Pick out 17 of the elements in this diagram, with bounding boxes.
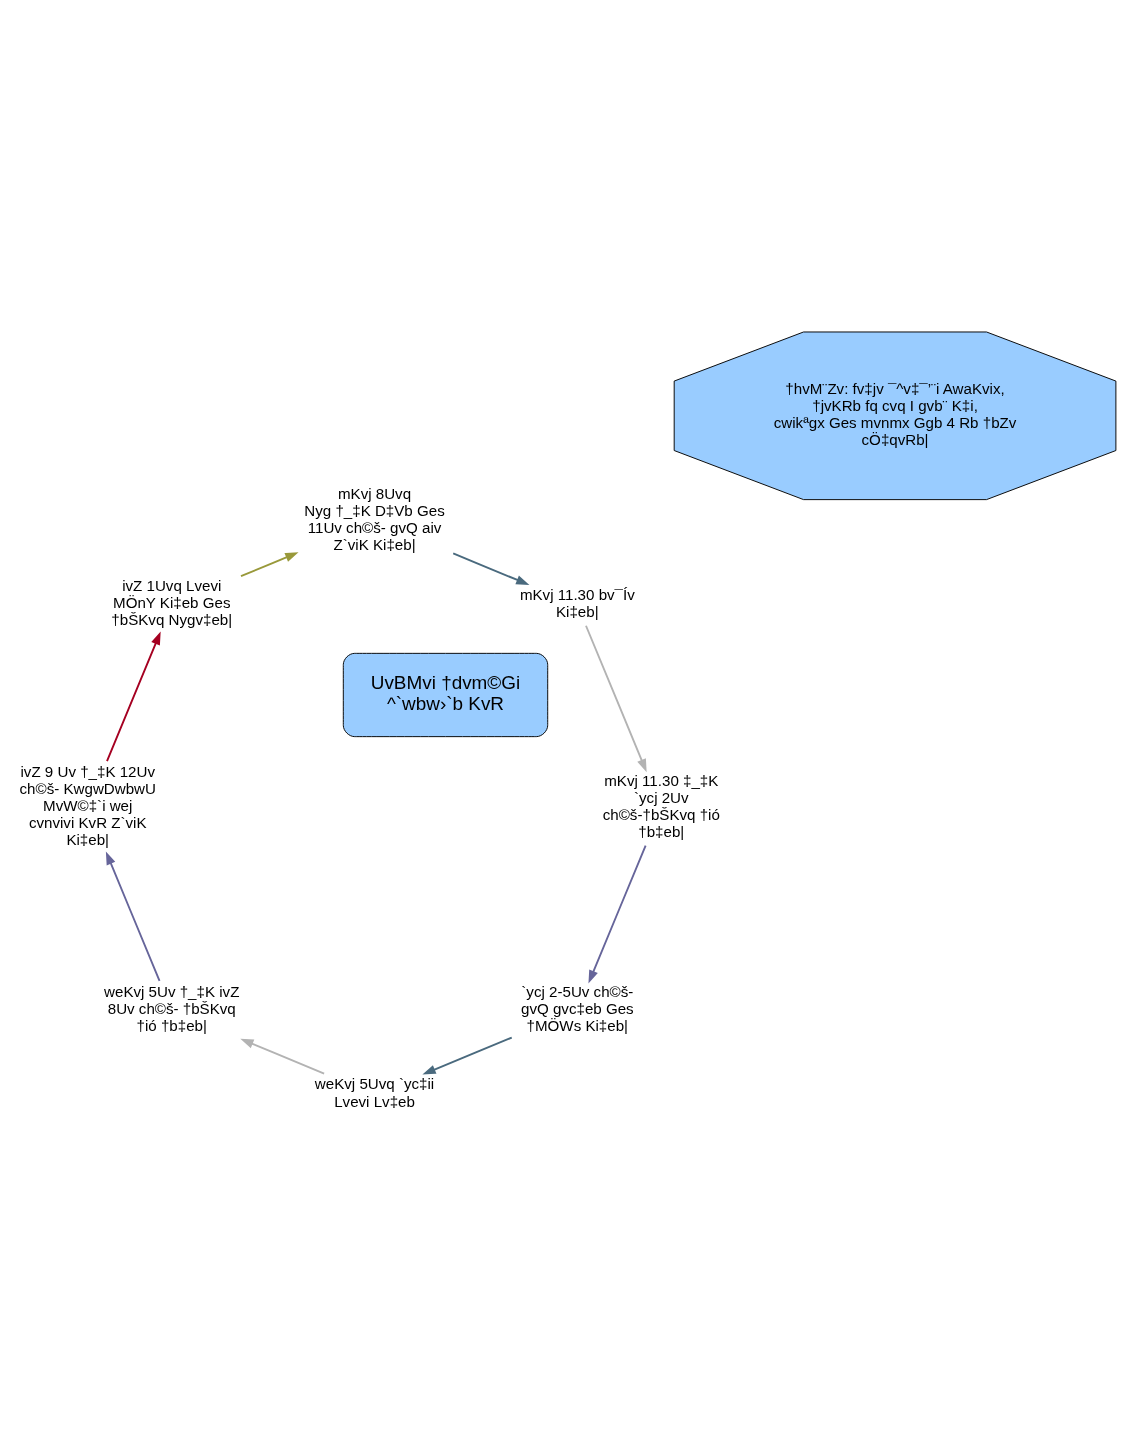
node-text: weKvj 5Uvq `yc‡ii Lvevi Lv‡eb [314,1074,435,1110]
node-text: ivZ 1Uvq Lvevi MÖnY Ki‡eb Ges †bŠKvq Nygv‡eb| [111,576,233,628]
arrow [240,551,299,577]
node-box: UvBMvi †dvm©Gi ^`wbw›`b KvR [342,652,549,737]
node-text: `ycj 2-5Uv ch©š- gvQ gvc‡eb Ges †MÖWs Ki‡eb| [520,982,634,1034]
node-text: ivZ 9 Uv †_‡K 12Uv ch©š- KwgwDwbwU MvW©‡`i wej cvnvivi KvR Z`viK Ki‡eb| [19,762,156,848]
node-text: mKvj 8Uvq Nyg †_‡K D‡Vb Ges 11Uv ch©š- gvQ aiv Z`viK Ki‡eb| [304,484,445,553]
arrow [105,850,161,982]
arrow [452,551,530,585]
arrow [106,631,161,762]
node-text: weKvj 5Uv †_‡K ivZ 8Uv ch©š- †bŠKvq †ió †b‡eb| [104,982,240,1034]
arrow [588,844,647,984]
arrow [422,1036,513,1075]
node-text: mKvj 11.30 bv¯Ív Ki‡eb| [519,585,635,620]
arrow [585,624,647,772]
node-text: mKvj 11.30 ‡_‡K `ycj 2Uv ch©š-†bŠKvq †ió †b‡eb| [602,771,720,840]
arrow [240,1038,326,1074]
